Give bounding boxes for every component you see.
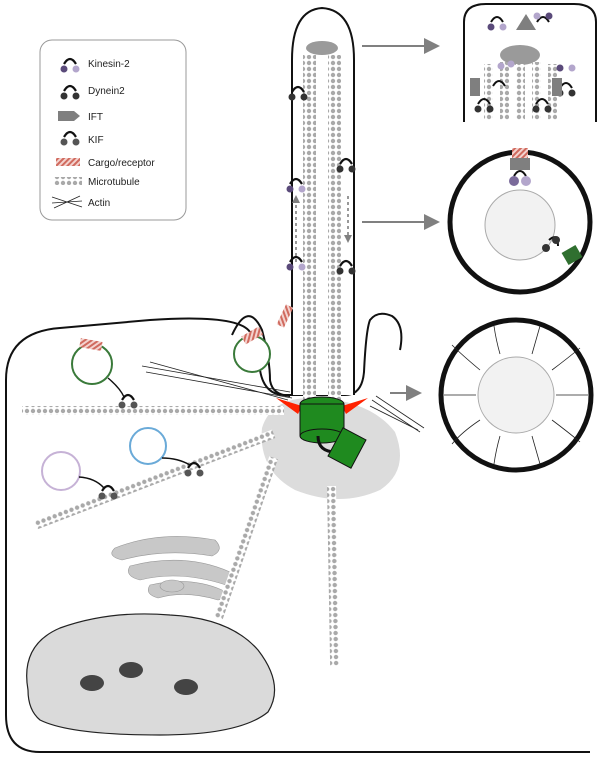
golgi-apparatus bbox=[111, 536, 233, 601]
inset-axoneme-cross-section bbox=[447, 148, 593, 295]
kinesin-2-legend-icon bbox=[60, 57, 80, 73]
kinesin-motor bbox=[286, 177, 306, 193]
vesicle-green bbox=[71, 343, 113, 385]
cytoplasmic-microtubules bbox=[22, 406, 340, 667]
axoneme-microtubule bbox=[328, 55, 341, 400]
kif-motor bbox=[98, 484, 118, 500]
kif-legend-icon bbox=[60, 130, 80, 146]
nucleolus bbox=[174, 679, 198, 695]
legend-label-microtubule: Microtubule bbox=[88, 177, 140, 188]
actin-legend-icon bbox=[51, 195, 83, 209]
cilium-membrane bbox=[291, 6, 355, 395]
legend-label-kinesin-2: Kinesin-2 bbox=[88, 59, 130, 70]
dynein-motor bbox=[336, 259, 356, 275]
daughter-centriole bbox=[327, 427, 367, 469]
kif-motor bbox=[184, 461, 204, 477]
dynein-motor bbox=[336, 157, 356, 173]
legend-label-kif: KIF bbox=[88, 135, 104, 146]
cargo-legend-icon bbox=[56, 158, 80, 166]
nucleolus bbox=[80, 675, 104, 691]
microtubule-legend-icon bbox=[54, 177, 82, 185]
dynein2-legend-icon bbox=[60, 84, 80, 100]
legend-label-cargo: Cargo/receptor bbox=[88, 158, 155, 169]
motor-tethers bbox=[78, 377, 191, 489]
legend-label-ift: IFT bbox=[88, 112, 103, 123]
legend-label-dynein2: Dynein2 bbox=[88, 86, 125, 97]
transition-fiber-right bbox=[342, 398, 368, 414]
transition-fiber-left bbox=[276, 398, 302, 414]
cargo-receptor bbox=[79, 338, 103, 351]
legend: Kinesin-2 Dynein2 IFT KIF Cargo/receptor… bbox=[39, 39, 187, 221]
nucleolus bbox=[119, 662, 143, 678]
inset-basal-body-cross-section bbox=[438, 317, 594, 473]
cargo-receptor bbox=[276, 304, 294, 328]
axoneme-microtubule bbox=[303, 55, 316, 400]
ciliary-tip-complex bbox=[306, 41, 338, 55]
pericentriolar-region bbox=[261, 397, 400, 499]
legend-box bbox=[39, 39, 187, 221]
kif-motor bbox=[118, 393, 138, 409]
dynein-motor bbox=[288, 85, 308, 101]
vesicle-blue bbox=[129, 427, 167, 465]
cargo-receptor bbox=[241, 326, 264, 345]
actin-filaments bbox=[141, 361, 425, 433]
vesicle-green bbox=[233, 335, 271, 373]
inset-cilium-tip bbox=[463, 3, 597, 122]
ift-legend-icon bbox=[58, 111, 80, 121]
vesicle-purple bbox=[41, 451, 81, 491]
kinesin-motor bbox=[286, 255, 306, 271]
legend-label-actin: Actin bbox=[88, 198, 110, 209]
nucleus bbox=[26, 613, 276, 736]
